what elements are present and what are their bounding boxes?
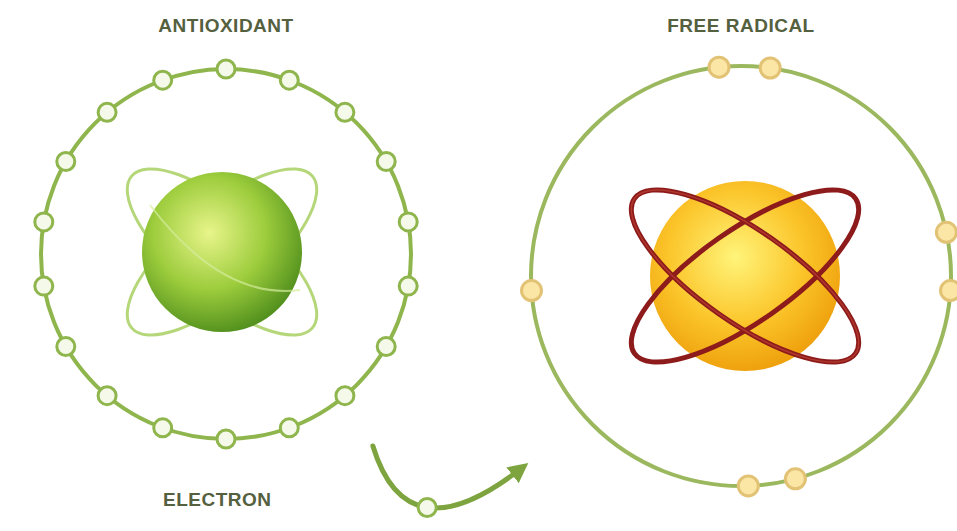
electron-shell bbox=[531, 66, 951, 486]
electron-dot bbox=[377, 153, 395, 171]
antioxidant-atom: ANTIOXIDANT bbox=[22, 10, 430, 446]
electron-dot bbox=[399, 213, 417, 231]
electron-dot bbox=[399, 277, 417, 295]
electron-dot bbox=[522, 281, 542, 301]
electron-dot bbox=[418, 499, 436, 517]
electron-dot bbox=[57, 338, 75, 356]
electron-dot bbox=[154, 71, 172, 89]
electron-dot bbox=[738, 476, 758, 496]
electron-shell bbox=[41, 69, 411, 439]
antioxidant-core bbox=[103, 142, 340, 361]
electron-dot bbox=[336, 103, 354, 121]
electron-dot bbox=[709, 57, 729, 77]
electron-dot bbox=[217, 60, 235, 78]
free-radical-core bbox=[608, 161, 882, 391]
free-radical-atom: FREE RADICAL bbox=[522, 10, 957, 492]
electron-dot bbox=[35, 277, 53, 295]
electron-dot bbox=[98, 387, 116, 405]
electron-dot bbox=[154, 419, 172, 437]
electron-dot bbox=[336, 387, 354, 405]
electron-dot bbox=[57, 153, 75, 171]
atom-ring bbox=[22, 10, 430, 446]
electron-dot bbox=[280, 419, 298, 437]
electron-dot bbox=[98, 103, 116, 121]
electron-label: ELECTRON bbox=[163, 488, 272, 512]
electron-dot bbox=[785, 469, 805, 489]
atom-ring bbox=[522, 10, 957, 492]
electron-dot bbox=[760, 58, 780, 78]
electron-dot bbox=[217, 430, 235, 448]
electron-dot bbox=[377, 338, 395, 356]
transfer-arrow bbox=[373, 446, 522, 508]
electron-dot bbox=[941, 281, 957, 301]
electron-dot bbox=[280, 71, 298, 89]
atom-heading: FREE RADICAL bbox=[522, 10, 957, 38]
electron-dot bbox=[35, 213, 53, 231]
atom-heading: ANTIOXIDANT bbox=[22, 10, 430, 38]
electron-dot bbox=[936, 222, 956, 242]
